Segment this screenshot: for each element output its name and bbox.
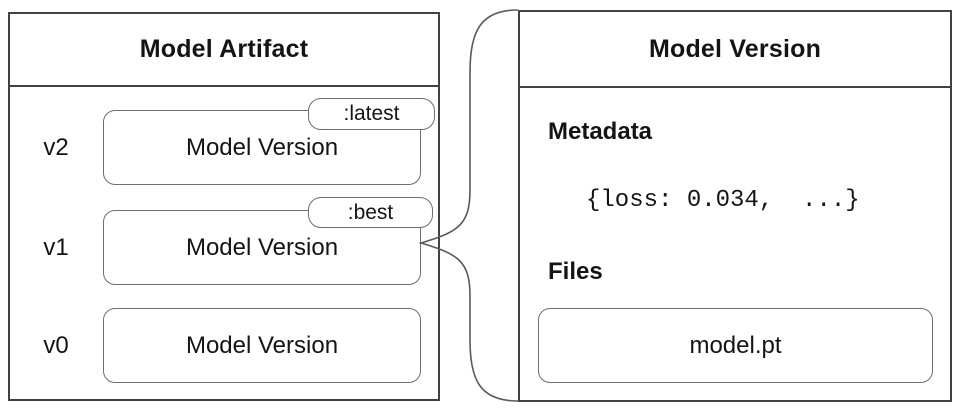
model-version-detail-title: Model Version xyxy=(520,12,950,88)
model-version-box-v1: Model Version xyxy=(103,210,421,285)
model-version-detail-panel: Model Version Metadata {loss: 0.034, ...… xyxy=(518,10,952,402)
model-version-box-v2-text: Model Version xyxy=(185,133,339,161)
file-box-model-pt: model.pt xyxy=(538,308,933,383)
version-label-v0: v0 xyxy=(43,331,69,359)
version-label-v1: v1 xyxy=(43,233,69,261)
files-heading: Files xyxy=(548,258,603,285)
metadata-heading: Metadata xyxy=(548,118,653,145)
alias-tag-latest: :latest xyxy=(308,98,435,130)
model-artifact-panel: Model Artifact v2 Model Version :latest … xyxy=(8,12,440,401)
model-version-box-v1-text: Model Version xyxy=(185,233,339,261)
file-name-text: model.pt xyxy=(689,331,782,359)
model-version-box-v0: Model Version xyxy=(103,308,421,383)
model-artifact-title: Model Artifact xyxy=(10,14,438,87)
alias-tag-best-text: :best xyxy=(347,200,394,224)
metadata-value: {loss: 0.034, ...} xyxy=(586,186,860,214)
alias-tag-latest-text: :latest xyxy=(343,102,400,125)
version-label-v2: v2 xyxy=(43,133,69,161)
model-version-box-v0-text: Model Version xyxy=(185,331,339,359)
alias-tag-best: :best xyxy=(308,197,433,228)
